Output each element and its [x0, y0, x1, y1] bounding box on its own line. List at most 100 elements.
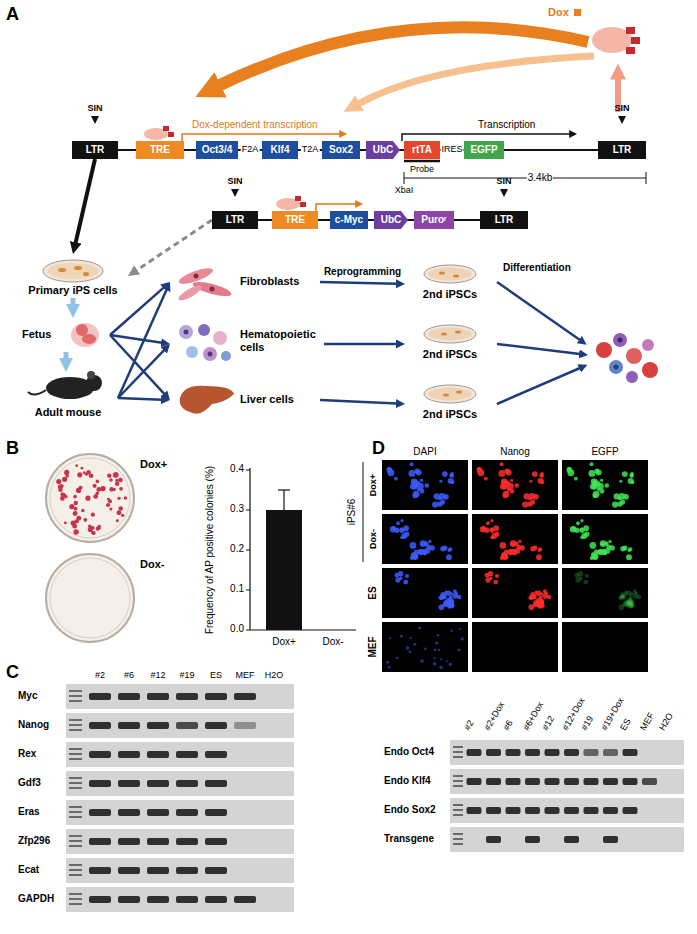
- cell-signal: [414, 549, 418, 553]
- gel-band: [545, 749, 560, 756]
- differentiation-arrow: [497, 368, 580, 404]
- ap-dish: [50, 558, 130, 638]
- figure-label: SIN: [227, 176, 242, 186]
- ap-colony: [93, 494, 98, 499]
- ladder-band: [69, 729, 82, 731]
- cell-signal: [503, 491, 510, 498]
- gel-band: [147, 780, 169, 787]
- cell-signal: [442, 471, 448, 477]
- cell-signal: [544, 592, 547, 595]
- ap-dish: [46, 454, 134, 542]
- gel-band: [545, 807, 560, 814]
- differentiation-arrow: [497, 282, 580, 340]
- cell-signal: [621, 595, 624, 598]
- size-bracket: [646, 172, 647, 184]
- promoter-arrow: UbC: [374, 211, 408, 229]
- figure-label: Ecat: [18, 864, 39, 876]
- ap-colony: [83, 518, 87, 522]
- sample-node: 2nd iPSCs: [405, 322, 495, 366]
- ap-colony: [96, 480, 100, 484]
- cell-signal: [490, 535, 494, 539]
- cell-signal: [448, 549, 451, 552]
- cell-signal: [440, 658, 442, 660]
- ap-colony: [75, 464, 78, 467]
- flow-arrow: [75, 159, 95, 243]
- ap-colony: [76, 516, 81, 521]
- figure-label: MEF: [367, 636, 379, 657]
- figure-label: XbaI: [395, 185, 414, 195]
- gel-band: [205, 693, 227, 700]
- figure-label: #12: [540, 714, 556, 732]
- gel-band: [118, 896, 140, 903]
- figure-label: Dox-: [140, 558, 164, 571]
- ap-colony: [117, 510, 122, 515]
- figure-label: GAPDH: [18, 893, 54, 905]
- micrograph: [472, 622, 558, 672]
- gel-band: [525, 836, 540, 843]
- figure-label: Transgene: [384, 833, 434, 845]
- micrograph: [562, 568, 648, 618]
- gel-band: [176, 896, 198, 903]
- gel-band: [564, 836, 579, 843]
- blood-cell-icon: [213, 331, 227, 345]
- ladder-band: [69, 777, 82, 779]
- figure-label: 0.2: [230, 543, 244, 555]
- cell-signal: [504, 549, 508, 553]
- cell-signal: [600, 479, 603, 482]
- tre-box: TRE: [272, 211, 318, 229]
- cell-signal: [439, 480, 442, 483]
- figure-label: #19: [179, 670, 194, 680]
- figure-label: A: [6, 4, 19, 25]
- node-label: UbC: [381, 214, 402, 226]
- cell-signal: [410, 637, 412, 639]
- figure-label: Eras: [18, 806, 40, 818]
- gel-band: [147, 809, 169, 816]
- figure-label: H2O: [657, 711, 675, 732]
- transcription-arrow: [402, 134, 570, 141]
- cell-signal: [408, 470, 415, 477]
- cell-signal: [493, 525, 499, 531]
- cell-signal: [620, 546, 626, 552]
- cell-signal: [387, 469, 394, 476]
- flow-arrow: [64, 352, 69, 359]
- cell-signal: [540, 474, 544, 478]
- ap-colonies: [56, 464, 127, 535]
- gel-strip: [66, 742, 294, 767]
- cell-signal: [538, 547, 542, 551]
- blood-cell-icon: [618, 338, 623, 343]
- sample-node: Fetus: [22, 318, 110, 352]
- gel-band: [623, 749, 638, 756]
- cell-signal: [440, 592, 445, 597]
- cell-signal: [518, 540, 521, 543]
- cell-signal: [623, 600, 630, 607]
- transcription-arrow: [182, 134, 340, 141]
- gel-band: [584, 749, 599, 756]
- figure-label: 0.0: [230, 623, 244, 635]
- gel-band: [506, 807, 521, 814]
- ap-colony: [113, 488, 116, 491]
- gel-band: [486, 778, 501, 785]
- gel-band: [89, 838, 111, 845]
- cell-signal: [500, 484, 506, 490]
- cell-signal: [440, 546, 446, 552]
- cell-signal: [503, 493, 508, 498]
- gel-band: [467, 749, 482, 756]
- cell-signal: [395, 577, 400, 582]
- fibroblast-icon: [210, 287, 215, 292]
- differentiation-arrow: [497, 344, 580, 354]
- cell-signal: [443, 600, 450, 607]
- cell-signal: [410, 462, 414, 466]
- figure-label: #12: [150, 670, 165, 680]
- cell-signal: [575, 577, 580, 582]
- figure-label: Dox+: [140, 458, 167, 471]
- ladder-band: [69, 893, 82, 895]
- bar: [266, 510, 302, 630]
- ladder-band: [69, 898, 82, 900]
- fibroblast-icon: [194, 274, 199, 279]
- blood-cell-icon: [626, 371, 638, 383]
- ladder-band: [453, 838, 463, 840]
- figure-label: MEF: [638, 711, 656, 733]
- ap-colony: [97, 526, 100, 529]
- ladder-band: [69, 748, 82, 750]
- cell-signal: [413, 493, 418, 498]
